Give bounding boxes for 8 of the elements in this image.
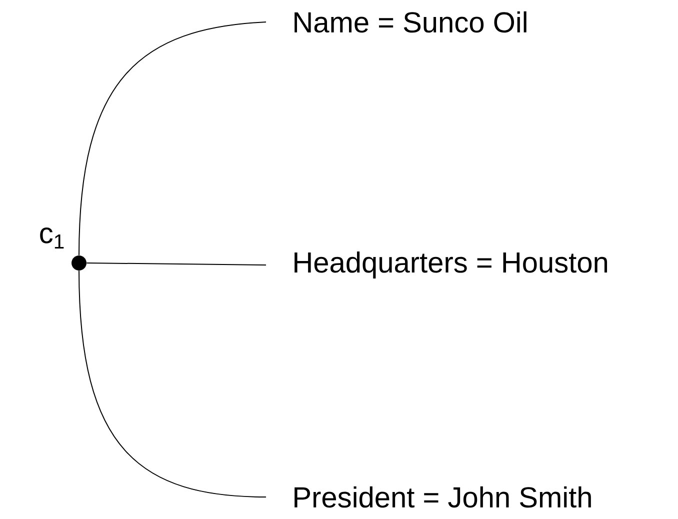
dot: [72, 256, 86, 270]
slot-text: Name = Sunco Oil: [294, 11, 526, 33]
connector-line: [78, 22, 266, 256]
connector-line: [78, 270, 266, 498]
node-label: c$_{1}$: [40, 228, 64, 248]
slot-text: President = John Smith: [294, 486, 591, 508]
slot-text: Headquarters = Houston: [294, 251, 608, 278]
connector-line: [86, 262, 266, 266]
